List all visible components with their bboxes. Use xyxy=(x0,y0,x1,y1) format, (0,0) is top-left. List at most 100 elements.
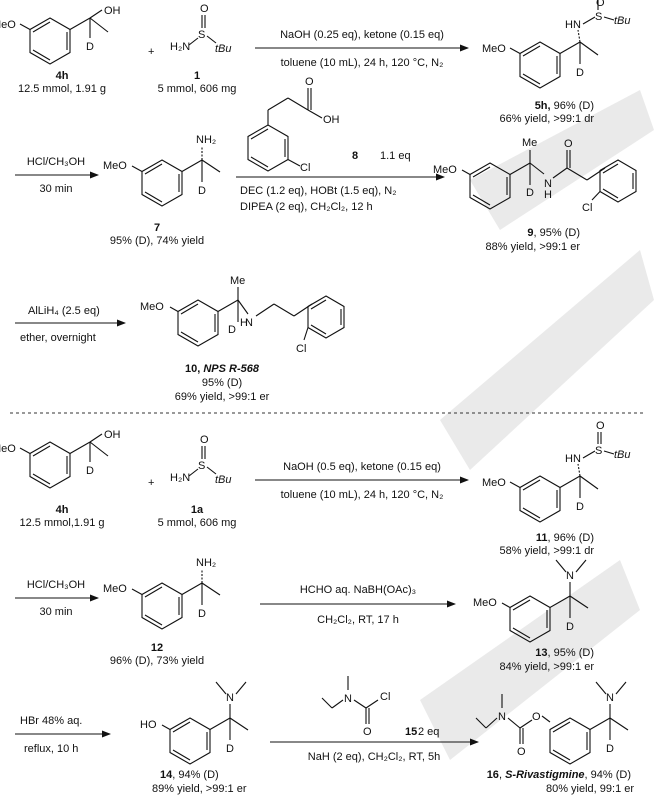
oxygen-label: O xyxy=(596,420,605,432)
methoxy-label: MeO xyxy=(482,43,506,55)
compound-4h-bottom: MeO OH D xyxy=(0,429,121,489)
oxygen-label: O xyxy=(200,3,209,15)
compound-10-separator: , xyxy=(197,363,203,375)
compound-13-deuterium: , 95% (D) xyxy=(548,647,594,659)
compound-15-eq: 2 eq xyxy=(418,726,439,738)
step3-conditions-line1: DEC (1.2 eq), HOBt (1.5 eq), N₂ xyxy=(240,185,397,197)
step6-conditions-below: 30 min xyxy=(39,606,72,618)
compound-13-id: 13 xyxy=(535,647,547,659)
compound-14: HO N D xyxy=(140,681,249,765)
compound-1a: H₂N S O tBu xyxy=(170,434,232,486)
tbu-label: tBu xyxy=(614,15,631,27)
chlorine-label: Cl xyxy=(300,162,310,174)
step5-conditions-below: toluene (10 mL), 24 h, 120 °C, N₂ xyxy=(281,489,444,501)
plus-sign: + xyxy=(148,477,154,489)
compound-14-deuterium: , 94% (D) xyxy=(172,769,218,781)
methoxy-label: MeO xyxy=(103,583,127,595)
compound-1a-id: 1a xyxy=(191,504,204,516)
compound-11-yield: 58% yield, >99:1 dr xyxy=(500,545,595,557)
tbu-label: tBu xyxy=(215,43,232,55)
compound-7: MeO NH₂ D xyxy=(103,134,221,207)
compound-9-id: 9 xyxy=(527,227,533,239)
compound-9: MeO Me D N H O Cl xyxy=(433,137,637,214)
compound-10-yield: 69% yield, >99:1 er xyxy=(175,391,270,403)
sulfinamide-nh-label: HN xyxy=(565,453,581,465)
oxygen-label: O xyxy=(200,434,209,446)
chlorine-label: Cl xyxy=(582,202,592,214)
deuterium-label: D xyxy=(226,743,234,755)
compound-4h-id: 4h xyxy=(56,504,69,516)
compound-8-id: 8 xyxy=(352,150,358,162)
compound-16-deuterium: , 94% (D) xyxy=(585,769,631,781)
compound-15: N O Cl xyxy=(321,676,390,738)
amine-h-label: H xyxy=(240,317,248,329)
oxygen-label: O xyxy=(596,0,605,9)
compound-11-result: 11, 96% (D) xyxy=(536,532,594,544)
sulfur-label: S xyxy=(198,460,205,472)
step2-conditions-above: HCl/CH₃OH xyxy=(27,156,85,168)
deuterium-label: D xyxy=(526,187,534,199)
sulfur-label: S xyxy=(198,29,205,41)
step6-conditions-above: HCl/CH₃OH xyxy=(27,579,85,591)
dimethylamino-n-label: N xyxy=(226,692,234,704)
methoxy-label: MeO xyxy=(140,301,164,313)
compound-1a-amount: 5 mmol, 606 mg xyxy=(158,517,237,529)
step7-conditions-above: HCHO aq. NaBH(OAc)₃ xyxy=(300,584,416,596)
compound-16-id: 16 xyxy=(487,769,499,781)
hydroxyl-label: OH xyxy=(104,5,121,17)
step3-conditions-line2: DIPEA (2 eq), CH₂Cl₂, 12 h xyxy=(240,201,373,213)
step8-conditions-above: HBr 48% aq. xyxy=(20,715,82,727)
compound-9-result: 9, 95% (D) xyxy=(527,227,580,239)
plus-sign: + xyxy=(148,46,154,58)
compound-9-yield: 88% yield, >99:1 er xyxy=(486,241,581,253)
compound-1: H₂N S O tBu xyxy=(170,3,232,55)
carbamate-n-label: N xyxy=(498,711,506,723)
compound-5h-yield: 66% yield, >99:1 dr xyxy=(500,113,595,125)
compound-12: MeO NH₂ D xyxy=(103,557,221,630)
compound-16-result: 16, S-Rivastigmine, 94% (D) xyxy=(487,769,631,781)
compound-4h-amount: 12.5 mmol, 1.91 g xyxy=(18,83,106,95)
step1-conditions-above: NaOH (0.25 eq), ketone (0.15 eq) xyxy=(280,29,444,41)
compound-16-name: S-Rivastigmine xyxy=(505,769,584,781)
sulfur-label: S xyxy=(595,11,602,23)
dimethylamino-n-label: N xyxy=(606,692,614,704)
step4-conditions-above: AlLiH₄ (2.5 eq) xyxy=(28,305,100,317)
compound-14-id: 14 xyxy=(160,769,173,781)
compound-13: MeO N D xyxy=(473,559,589,643)
compound-7-id: 7 xyxy=(154,222,160,234)
compound-11-id: 11 xyxy=(536,532,548,544)
chlorine-label: Cl xyxy=(296,343,306,355)
compound-10-id: 10 xyxy=(185,363,197,375)
methoxy-label: MeO xyxy=(0,443,16,455)
tbu-label: tBu xyxy=(215,474,232,486)
deuterium-label: D xyxy=(566,621,574,633)
carbonyl-o-label: O xyxy=(517,746,526,758)
compound-15-id: 15 xyxy=(405,726,417,738)
oxygen-label: O xyxy=(363,726,372,738)
hydroxy-label: HO xyxy=(140,719,157,731)
step7-conditions-below: CH₂Cl₂, RT, 17 h xyxy=(317,614,399,626)
compound-13-result: 13, 95% (D) xyxy=(535,647,594,659)
compound-11: MeO HN S O tBu D xyxy=(482,420,631,523)
carbamoyl-n-label: N xyxy=(344,693,352,705)
hydroxyl-label: OH xyxy=(104,429,121,441)
deuterium-label: D xyxy=(198,608,206,620)
amide-h-label: H xyxy=(544,189,552,201)
compound-10-deuterium: 95% (D) xyxy=(202,377,242,389)
step5-conditions-above: NaOH (0.5 eq), ketone (0.15 eq) xyxy=(283,461,441,473)
deuterium-label: D xyxy=(198,185,206,197)
compound-8: O OH Cl xyxy=(247,76,340,174)
methoxy-label: MeO xyxy=(482,477,506,489)
hydroxyl-label: OH xyxy=(323,114,340,126)
chlorine-label: Cl xyxy=(380,691,390,703)
deuterium-label: D xyxy=(576,67,584,79)
amine-label: H₂N xyxy=(170,41,190,53)
amine-n-label: N xyxy=(245,317,253,329)
compound-4h-top: MeO OH D xyxy=(0,5,121,65)
compound-16-separator: , xyxy=(499,769,505,781)
compound-5h-result: 5h, 96% (D) xyxy=(535,100,594,112)
oxygen-label: O xyxy=(564,138,573,150)
methoxy-label: MeO xyxy=(0,19,16,31)
compound-1-id: 1 xyxy=(194,70,200,82)
deuterium-label: D xyxy=(228,324,236,336)
